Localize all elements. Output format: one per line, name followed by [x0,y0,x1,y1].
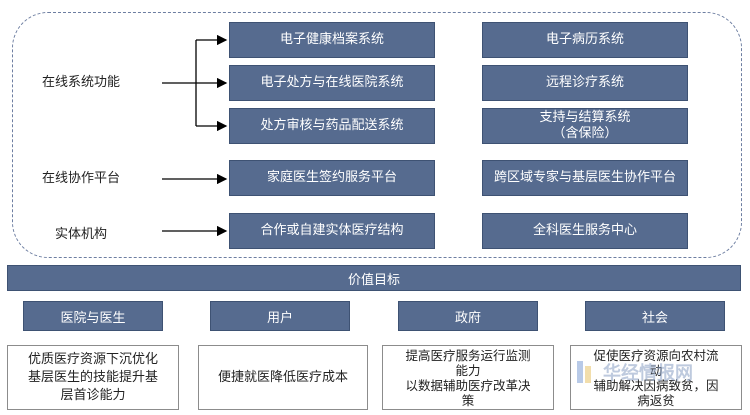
online-platform-frame [12,12,742,258]
entity-institution-box: 合作或自建实体医疗结构 [229,213,435,249]
row-label-physical-institutions: 实体机构 [55,227,108,242]
emr-system-box: 电子病历系统 [482,22,688,58]
prescription-hospital-box: 电子处方与在线医院系统 [229,65,435,101]
ehr-system-box: 电子健康档案系统 [229,22,435,58]
value-goal-bar: 价值目标 [7,265,741,291]
row-label-collaboration-platform: 在线协作平台 [42,171,121,186]
goal-government: 提高医疗服务运行监测 能力 以数据辅助医疗改革决 策 [382,345,554,410]
stakeholder-user: 用户 [210,301,350,331]
watermark-text: 华经情报网 [603,363,693,384]
family-doctor-platform-box: 家庭医生签约服务平台 [229,160,435,196]
watermark-logo-icon [575,357,597,387]
stakeholder-government: 政府 [398,301,538,331]
goal-society: 促使医疗资源向农村流 动 辅助解决因病致贫，因 病返贫 [570,345,742,410]
stakeholder-society: 社会 [585,301,725,331]
cross-region-platform-box: 跨区域专家与基层医生协作平台 [482,160,688,196]
goal-user: 便捷就医降低医疗成本 [198,345,368,410]
stakeholder-hospital-doctor: 医院与医生 [23,301,163,331]
payment-settlement-box: 支持与结算系统 （含保险） [482,108,688,144]
review-delivery-box: 处方审核与药品配送系统 [229,108,435,144]
gp-service-center-box: 全科医生服务中心 [482,213,688,249]
telemedicine-box: 远程诊疗系统 [482,65,688,101]
row-label-online-functions: 在线系统功能 [42,75,121,90]
goal-hospital-doctor: 优质医疗资源下沉优化 基层医生的技能提升基 层首诊能力 [7,345,179,410]
watermark: 华经情报网 [575,352,735,392]
